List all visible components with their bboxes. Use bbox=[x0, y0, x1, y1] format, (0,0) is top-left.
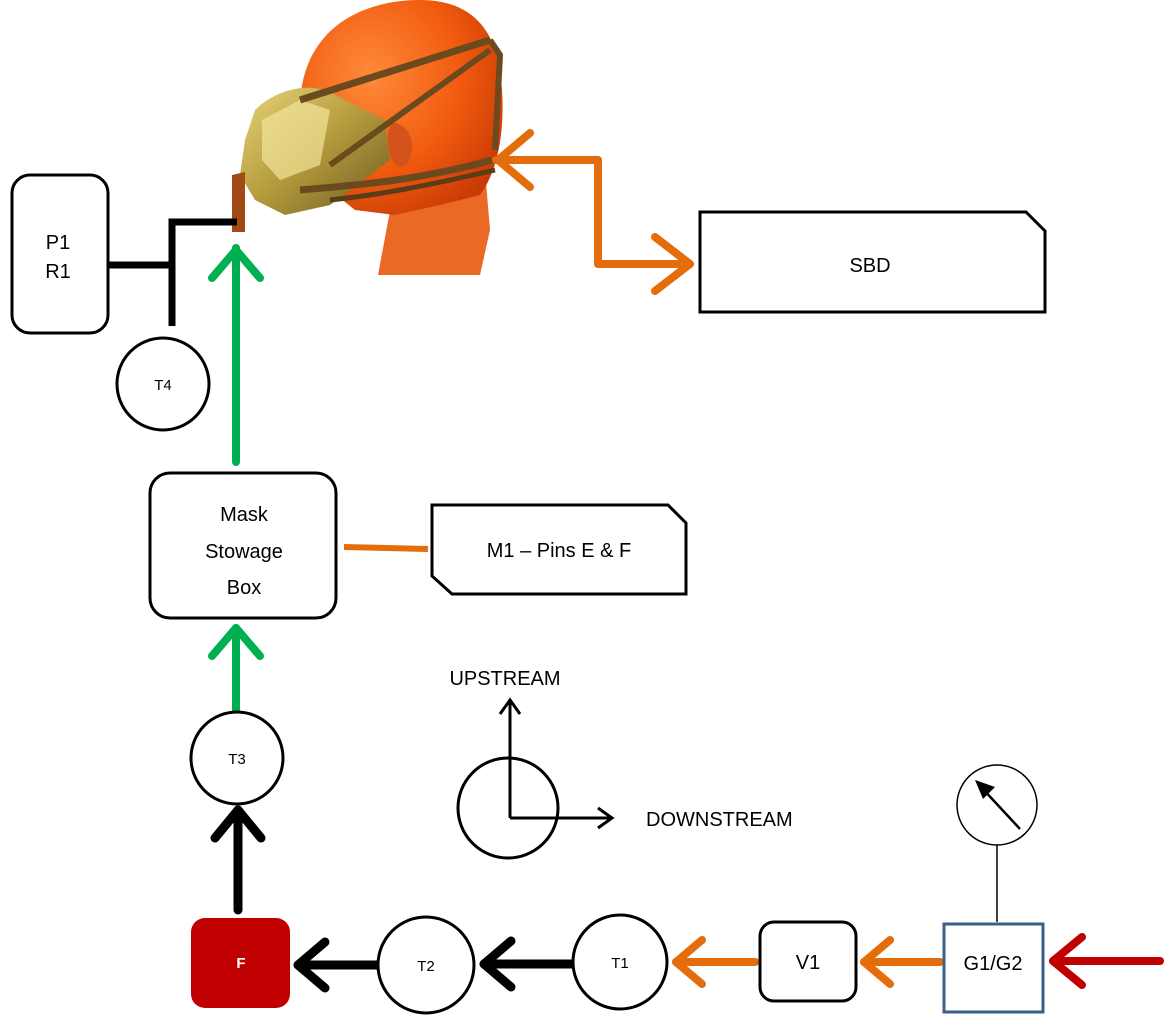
direction-legend bbox=[456, 697, 615, 860]
mask-stowage-box bbox=[148, 471, 338, 620]
mannequin-head-icon bbox=[232, 0, 504, 275]
supply-inlet-arrow bbox=[1049, 933, 1164, 989]
downstream-label: DOWNSTREAM bbox=[646, 809, 793, 831]
g1-g2-label: G1/G2 bbox=[964, 953, 1023, 975]
pressure-gauge-icon bbox=[956, 764, 1038, 922]
sbd-box bbox=[698, 210, 1047, 314]
m1-connection-line bbox=[343, 544, 429, 552]
t4-label: T4 bbox=[154, 377, 172, 394]
m1-pins-box bbox=[430, 503, 688, 596]
filter-label: F bbox=[236, 955, 245, 972]
v1-to-t1-arrow bbox=[672, 936, 759, 988]
mask-stowage-label-1: Mask bbox=[220, 504, 269, 526]
r1-label: R1 bbox=[45, 261, 71, 283]
sensor-line bbox=[108, 218, 237, 326]
t1-node bbox=[571, 913, 669, 1011]
t2-label: T2 bbox=[417, 958, 435, 975]
g1-g2-box bbox=[942, 922, 1045, 1014]
sbd-label: SBD bbox=[849, 255, 890, 277]
gauge-to-v1-arrow bbox=[860, 936, 944, 988]
t1-to-t2-arrow bbox=[479, 936, 577, 992]
t2-node bbox=[376, 915, 476, 1015]
mask-stowage-label-3: Box bbox=[227, 577, 261, 599]
t3-label: T3 bbox=[228, 751, 246, 768]
t4-node bbox=[115, 336, 211, 432]
m1-pins-label: M1 – Pins E & F bbox=[487, 540, 632, 562]
t1-label: T1 bbox=[611, 955, 629, 972]
p1-r1-box bbox=[10, 173, 110, 335]
legend-circle bbox=[456, 756, 560, 860]
t3-to-box-arrow bbox=[208, 624, 264, 716]
p1-label: P1 bbox=[46, 232, 70, 254]
mask-stowage-label-2: Stowage bbox=[205, 541, 283, 563]
upstream-label: UPSTREAM bbox=[449, 668, 560, 690]
supply-to-mask-arrow bbox=[208, 244, 264, 466]
sbd-connection-arrow bbox=[492, 129, 694, 295]
filter-box bbox=[191, 918, 290, 1008]
v1-label: V1 bbox=[796, 952, 820, 974]
t3-node bbox=[189, 710, 285, 806]
v1-box bbox=[758, 920, 858, 1003]
filter-to-t3-arrow bbox=[210, 805, 266, 915]
t2-to-filter-arrow bbox=[293, 937, 382, 993]
